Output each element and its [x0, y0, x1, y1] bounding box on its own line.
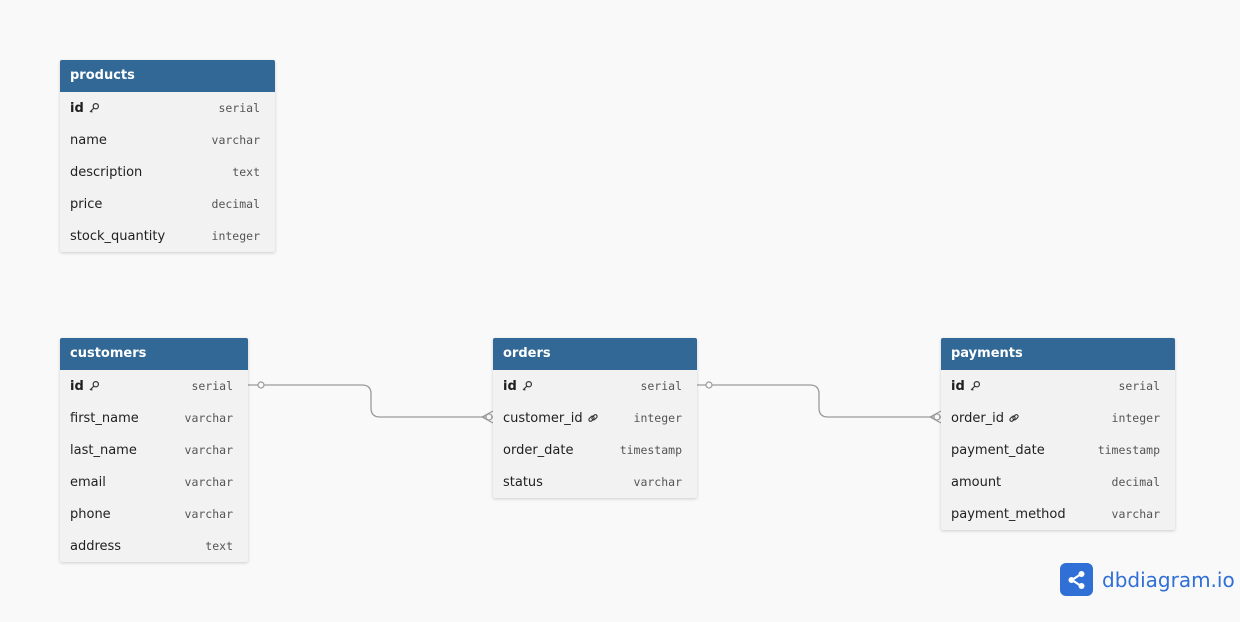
field-type: text [205, 539, 233, 553]
field-row[interactable]: id serial [60, 370, 248, 402]
field-type: varchar [211, 133, 260, 147]
field-row[interactable]: order_date timestamp [493, 434, 697, 466]
field-name: order_date [503, 442, 574, 458]
field-type: serial [218, 101, 260, 115]
table-header[interactable]: products [60, 60, 275, 92]
table-orders[interactable]: orders id serial customer_id integer ord… [493, 338, 697, 498]
field-row[interactable]: payment_method varchar [941, 498, 1175, 530]
field-row[interactable]: payment_date timestamp [941, 434, 1175, 466]
field-name: last_name [70, 442, 137, 458]
field-row[interactable]: address text [60, 530, 248, 562]
field-row[interactable]: name varchar [60, 124, 275, 156]
field-type: varchar [184, 411, 233, 425]
field-type: integer [1111, 411, 1160, 425]
key-icon [522, 380, 532, 391]
field-row[interactable]: email varchar [60, 466, 248, 498]
field-name: status [503, 474, 543, 490]
field-name: payment_method [951, 506, 1066, 522]
field-row[interactable]: id serial [60, 92, 275, 124]
field-row[interactable]: customer_id integer [493, 402, 697, 434]
key-icon [89, 380, 99, 391]
link-icon [587, 414, 598, 422]
key-icon [970, 380, 980, 391]
brand-name: dbdiagram.io [1102, 567, 1235, 592]
one-end-marker [257, 381, 265, 389]
field-name: phone [70, 506, 111, 522]
field-row[interactable]: description text [60, 156, 275, 188]
field-row[interactable]: order_id integer [941, 402, 1175, 434]
field-type: serial [1118, 379, 1160, 393]
field-type: varchar [1111, 507, 1160, 521]
field-row[interactable]: price decimal [60, 188, 275, 220]
field-row[interactable]: id serial [941, 370, 1175, 402]
field-name: price [70, 196, 103, 212]
table-header[interactable]: payments [941, 338, 1175, 370]
field-name: description [70, 164, 143, 180]
field-name: first_name [70, 410, 139, 426]
field-type: varchar [184, 443, 233, 457]
field-row[interactable]: phone varchar [60, 498, 248, 530]
field-name: id [70, 379, 100, 394]
field-type: text [232, 165, 260, 179]
field-type: varchar [184, 475, 233, 489]
field-row[interactable]: status varchar [493, 466, 697, 498]
table-products[interactable]: products id serial name varchar descript… [60, 60, 275, 252]
relation-customers-orders[interactable] [248, 381, 494, 424]
relation-orders-payments[interactable] [697, 381, 942, 424]
field-type: integer [633, 411, 682, 425]
table-header[interactable]: orders [493, 338, 697, 370]
field-name: name [70, 132, 107, 148]
link-icon [1009, 414, 1019, 422]
field-type: decimal [1111, 475, 1160, 489]
table-customers[interactable]: customers id serial first_name varchar l… [60, 338, 248, 562]
key-icon [89, 102, 99, 113]
share-nodes-icon [1060, 563, 1093, 596]
brand-watermark[interactable]: dbdiagram.io [1060, 563, 1235, 596]
field-name: order_id [951, 411, 1020, 426]
field-type: serial [640, 379, 682, 393]
field-type: decimal [211, 197, 260, 211]
field-name: id [70, 101, 100, 116]
one-end-marker [705, 381, 713, 389]
field-type: timestamp [1097, 443, 1160, 457]
field-name: amount [951, 474, 1002, 490]
field-type: varchar [633, 475, 682, 489]
field-type: varchar [184, 507, 233, 521]
table-payments[interactable]: payments id serial order_id integer paym… [941, 338, 1175, 530]
optional-marker [485, 413, 493, 421]
table-header[interactable]: customers [60, 338, 248, 370]
field-row[interactable]: last_name varchar [60, 434, 248, 466]
optional-marker [933, 413, 941, 421]
field-row[interactable]: first_name varchar [60, 402, 248, 434]
field-name: email [70, 474, 106, 490]
field-row[interactable]: id serial [493, 370, 697, 402]
field-name: stock_quantity [70, 228, 166, 244]
field-name: payment_date [951, 442, 1045, 458]
field-type: serial [191, 379, 233, 393]
field-type: timestamp [619, 443, 682, 457]
field-name: id [951, 379, 981, 394]
field-name: customer_id [503, 411, 599, 426]
field-name: address [70, 538, 122, 554]
field-name: id [503, 379, 533, 394]
field-row[interactable]: amount decimal [941, 466, 1175, 498]
field-row[interactable]: stock_quantity integer [60, 220, 275, 252]
field-type: integer [211, 229, 260, 243]
